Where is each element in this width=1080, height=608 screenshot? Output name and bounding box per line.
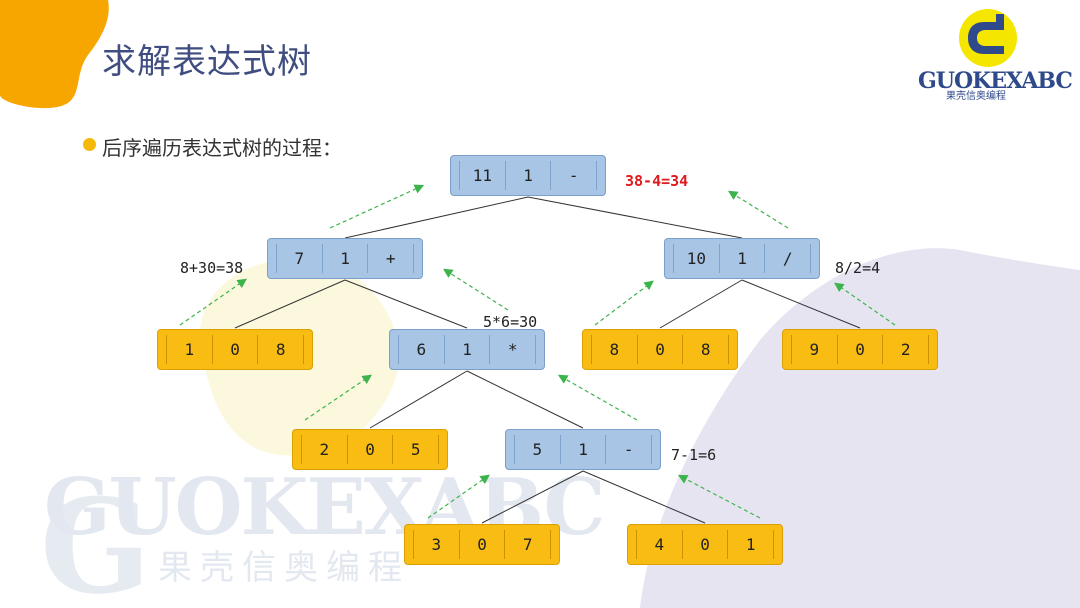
node-cell: 6: [398, 335, 445, 364]
edge-minus-307: [481, 470, 584, 524]
node-cell: 4: [636, 530, 683, 559]
arrow-minus-to-mul: [557, 374, 638, 421]
node-cell: /: [765, 244, 812, 273]
edge-minus-401: [582, 470, 706, 524]
tree-node-mul: 6 1 *: [389, 329, 545, 370]
tree-node-307: 3 0 7: [404, 524, 560, 565]
watermark-subtext: 果壳信奥编程: [158, 548, 410, 588]
node-cell: 1: [323, 244, 369, 273]
node-cell: -: [606, 435, 653, 464]
node-cell: 5: [393, 435, 440, 464]
node-cell: 1: [561, 435, 607, 464]
logo-c-notch: [996, 14, 1004, 22]
arrow-mul-to-plus: [442, 268, 509, 311]
annotation-root: 38-4=34: [625, 172, 689, 190]
node-cell: 9: [791, 335, 838, 364]
tree-node-108: 1 0 8: [157, 329, 313, 370]
node-cell: 0: [683, 530, 729, 559]
tree-node-minus: 5 1 -: [505, 429, 661, 470]
edge-plus-mul: [344, 279, 468, 329]
logo-subtext: 果壳信奥编程: [946, 91, 1006, 102]
node-cell: 7: [505, 530, 552, 559]
logo-text: GUOKEXABC: [918, 68, 1073, 94]
arrow-808-to-div: [594, 280, 654, 326]
lavender-blob: [640, 248, 1080, 608]
edge-mul-205: [369, 370, 468, 429]
tree-node-div: 10 1 /: [664, 238, 820, 279]
subtitle: 后序遍历表达式树的过程：: [102, 136, 342, 160]
tree-node-902: 9 0 2: [782, 329, 938, 370]
node-cell: 1: [720, 244, 766, 273]
arrow-div-to-root: [727, 190, 789, 229]
node-cell: 1: [728, 530, 775, 559]
page-title: 求解表达式树: [102, 42, 312, 82]
logo-c-shape: [968, 22, 1004, 54]
annotation-minus: 7-1=6: [671, 446, 717, 464]
edge-plus-108: [234, 279, 346, 329]
edge-root-div: [527, 196, 743, 239]
node-cell: +: [368, 244, 415, 273]
node-cell: 1: [166, 335, 213, 364]
node-cell: 10: [673, 244, 720, 273]
node-cell: 0: [638, 335, 684, 364]
orange-corner-blob: [0, 0, 109, 109]
arrow-108-to-plus: [179, 278, 247, 326]
bullet-dot-icon: [83, 138, 96, 151]
node-cell: 7: [276, 244, 323, 273]
arrow-307-to-minus: [427, 474, 490, 519]
node-cell: 0: [838, 335, 884, 364]
node-cell: 8: [683, 335, 730, 364]
edge-div-808: [659, 279, 743, 329]
node-cell: 0: [460, 530, 506, 559]
tree-node-401: 4 0 1: [627, 524, 783, 565]
arrow-902-to-div: [834, 282, 896, 326]
node-cell: 1: [506, 161, 552, 190]
tree-node-root: 11 1 -: [450, 155, 606, 196]
arrow-205-to-mul: [304, 374, 372, 421]
annotation-mul: 5*6=30: [483, 313, 538, 331]
node-cell: 0: [213, 335, 259, 364]
node-cell: 2: [883, 335, 930, 364]
node-cell: 2: [301, 435, 348, 464]
arrow-plus-to-root: [329, 184, 425, 229]
node-cell: 1: [445, 335, 491, 364]
node-cell: 3: [413, 530, 460, 559]
node-cell: -: [551, 161, 598, 190]
tree-node-808: 8 0 8: [582, 329, 738, 370]
edge-root-plus: [344, 196, 529, 239]
watermark-g: G: [40, 470, 151, 608]
node-cell: *: [490, 335, 537, 364]
node-cell: 8: [591, 335, 638, 364]
arrow-401-to-minus: [677, 474, 761, 519]
node-cell: 8: [258, 335, 305, 364]
node-cell: 11: [459, 161, 506, 190]
tree-node-205: 2 0 5: [292, 429, 448, 470]
node-cell: 0: [348, 435, 394, 464]
edge-div-902: [741, 279, 861, 329]
annotation-plus: 8+30=38: [180, 259, 244, 277]
node-cell: 5: [514, 435, 561, 464]
tree-node-plus: 7 1 +: [267, 238, 423, 279]
edge-mul-minus: [466, 370, 584, 429]
annotation-div: 8/2=4: [835, 259, 881, 277]
